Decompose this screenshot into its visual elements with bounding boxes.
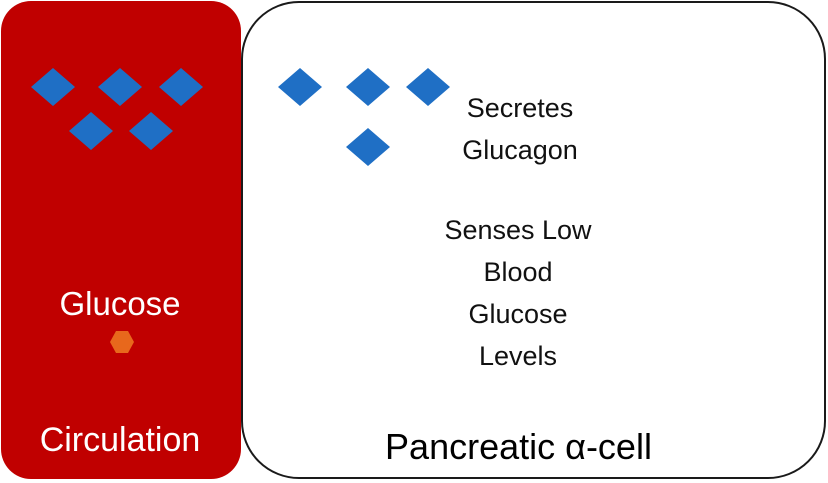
glucose-hexagon-icon xyxy=(110,331,134,353)
glucose-label: Glucose xyxy=(59,285,181,322)
circulation-label: Circulation xyxy=(39,421,201,459)
senses-low-glucose-text: Senses Low Blood Glucose Levels xyxy=(444,215,592,371)
pancreatic-alpha-cell-label: Pancreatic α-cell xyxy=(385,426,652,467)
pancreatic-alpha-cell-compartment xyxy=(241,1,826,479)
secretes-glucagon-text: Secretes Glucagon xyxy=(462,93,578,165)
